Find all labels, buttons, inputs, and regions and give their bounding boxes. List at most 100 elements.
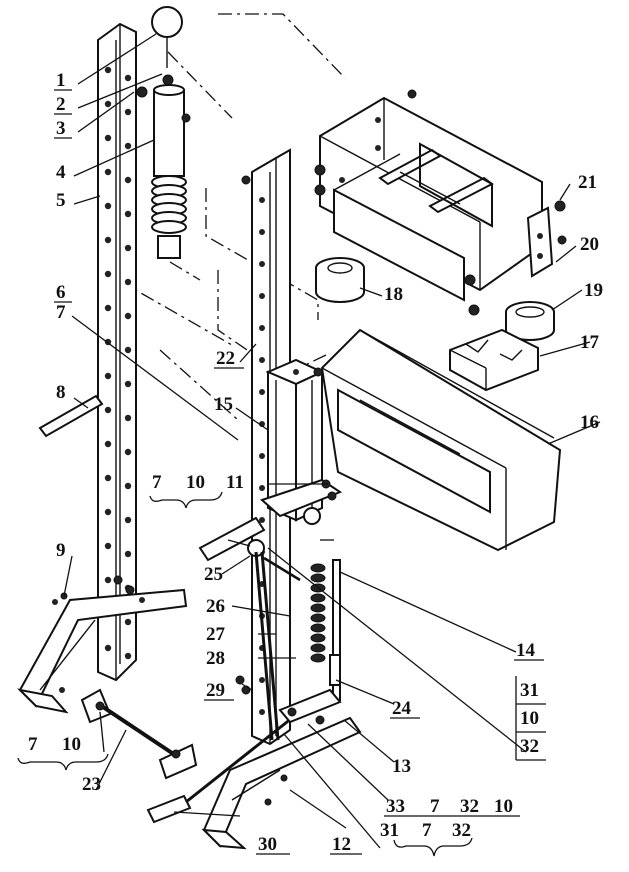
label-8: 8 [56, 382, 66, 403]
label-10-right: 10 [494, 796, 513, 817]
upper-bed-frame [314, 89, 543, 316]
spring-coil [310, 623, 326, 633]
label-20: 20 [580, 234, 599, 255]
spring-coil [310, 563, 326, 573]
label-32-right: 32 [460, 796, 479, 817]
label-2: 2 [56, 94, 66, 115]
column-hole [124, 448, 132, 456]
column-hole [104, 644, 112, 652]
label-7-left: 7 [28, 734, 38, 755]
column-hole [124, 142, 132, 150]
column-hole [259, 453, 265, 459]
label-25: 25 [204, 564, 223, 585]
label-4: 4 [56, 162, 66, 183]
spring-coil [310, 633, 326, 643]
label-28: 28 [206, 648, 225, 669]
spring-coil [310, 613, 326, 623]
column-hole [259, 325, 265, 331]
bushing-19 [505, 301, 555, 341]
column-hole [124, 380, 132, 388]
column-hole [259, 389, 265, 395]
label-23: 23 [82, 774, 101, 795]
column-hole [104, 236, 112, 244]
column-hole [124, 278, 132, 286]
column-hole [259, 357, 265, 363]
label-30: 30 [258, 834, 277, 855]
column-hole [259, 293, 265, 299]
column-hole [124, 346, 132, 354]
label-7-right: 7 [430, 796, 440, 817]
label-15: 15 [214, 394, 233, 415]
label-10-stack: 10 [520, 708, 539, 729]
end-plate-20 [526, 200, 567, 278]
column-hole [104, 100, 112, 108]
label-7-mid: 7 [152, 472, 162, 493]
label-27: 27 [206, 624, 226, 645]
label-18: 18 [384, 284, 403, 305]
label-7-bottom: 7 [422, 820, 432, 841]
part-labels: 1 2 3 4 5 6 7 8 9 7 10 23 22 15 7 10 11 … [28, 70, 603, 855]
column-hole [104, 304, 112, 312]
column-hole [104, 576, 112, 584]
ram-bellows-ring [151, 220, 187, 234]
spring-coil [310, 653, 326, 663]
handle-8 [38, 394, 104, 438]
column-hole [124, 652, 132, 660]
label-10-left: 10 [62, 734, 81, 755]
column-hole [124, 482, 132, 490]
column-hole [124, 414, 132, 422]
label-5: 5 [56, 190, 66, 211]
hand-pump-15 [260, 358, 343, 525]
label-32-bottom: 32 [452, 820, 471, 841]
spring-coil [310, 593, 326, 603]
hydraulic-ram [151, 84, 191, 259]
column-hole [104, 66, 112, 74]
leader-lines [17, 33, 601, 857]
column-hole [104, 542, 112, 550]
label-21: 21 [578, 172, 597, 193]
spring-coil [310, 573, 326, 583]
pump-handle-socket [198, 516, 266, 562]
column-hole [104, 474, 112, 482]
column-hole [259, 229, 265, 235]
column-hole [124, 516, 132, 524]
label-26: 26 [206, 596, 225, 617]
left-base-foot [17, 588, 188, 714]
tie-bar-23 [80, 688, 198, 780]
column-hole [124, 550, 132, 558]
foot-pedal-30 [146, 716, 293, 824]
column-hole [104, 270, 112, 278]
label-6: 6 [56, 282, 66, 303]
label-16: 16 [580, 412, 599, 433]
column-hole [104, 202, 112, 210]
label-14: 14 [516, 640, 536, 661]
bolts-left [60, 86, 148, 600]
label-29: 29 [206, 680, 225, 701]
rod-24 [329, 559, 341, 701]
column-hole [259, 517, 265, 523]
pressure-gauge [151, 6, 183, 86]
column-hole [104, 406, 112, 414]
label-33: 33 [386, 796, 405, 817]
label-13: 13 [392, 756, 411, 777]
column-hole [104, 440, 112, 448]
column-hole [104, 372, 112, 380]
column-hole [104, 134, 112, 142]
column-hole [124, 618, 132, 626]
label-3: 3 [56, 118, 66, 139]
label-19: 19 [584, 280, 603, 301]
spring-coil [310, 603, 326, 613]
label-22: 22 [216, 348, 235, 369]
bushing-18 [315, 257, 365, 303]
label-31-stack: 31 [520, 680, 539, 701]
label-32-stack: 32 [520, 736, 539, 757]
label-31-bottom: 31 [380, 820, 399, 841]
column-hole [124, 244, 132, 252]
column-hole [104, 168, 112, 176]
column-hole [124, 74, 132, 82]
column-hole [259, 485, 265, 491]
column-hole [124, 312, 132, 320]
left-upright-column [97, 22, 137, 682]
label-11: 11 [226, 472, 244, 493]
